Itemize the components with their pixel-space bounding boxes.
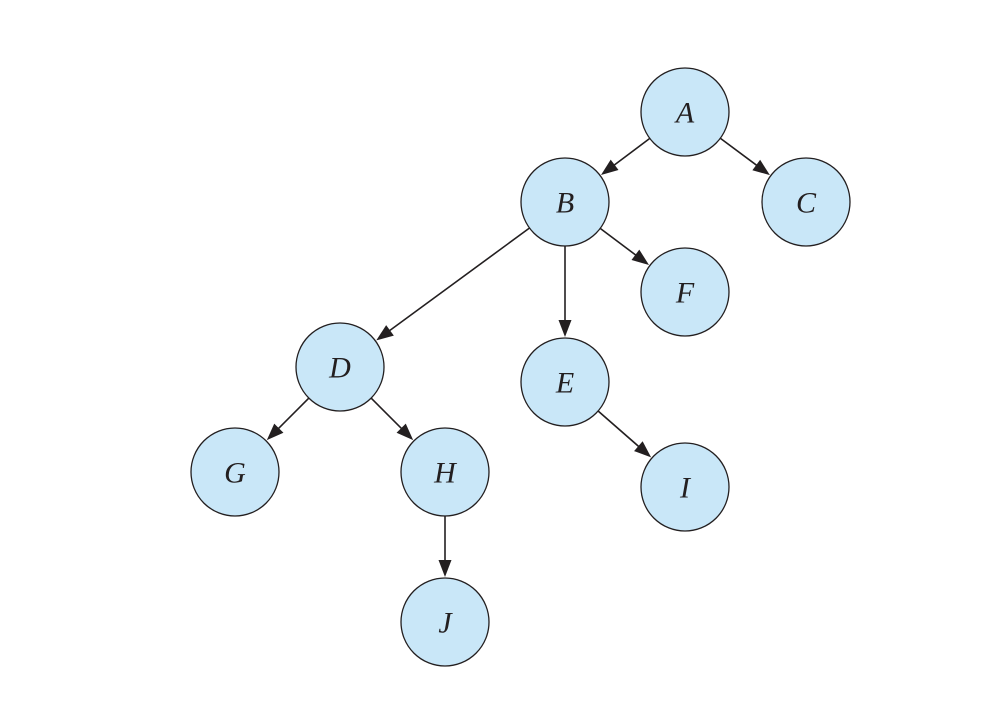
node-circle [400,577,490,667]
edge-line [387,227,530,333]
arrowhead [266,423,284,441]
node-label: I [679,472,692,505]
edge-line [612,137,651,167]
node-circle [640,442,730,532]
node-circle [400,427,490,517]
node-circle [640,247,730,337]
edge-line [370,397,404,431]
edge-h-j [438,516,452,577]
edge-line [597,410,641,449]
edge-e-i [597,410,652,458]
node-circle [190,427,280,517]
node-b: B [520,157,610,247]
edge-line [599,227,638,257]
arrowhead [438,560,452,577]
edge-line [276,397,310,431]
node-label: C [796,187,817,220]
edge-a-b [601,137,651,175]
arrowhead [601,159,619,175]
node-circle [640,67,730,157]
arrowhead [752,159,770,176]
node-g: G [190,427,280,517]
node-label: A [674,97,695,130]
node-j: J [400,577,490,667]
node-a: A [640,67,730,157]
node-f: F [640,247,730,337]
node-label: H [433,457,458,490]
edge-b-d [376,227,530,341]
node-h: H [400,427,490,517]
arrowhead [396,423,414,441]
edge-layer [266,137,770,577]
node-label: D [328,352,351,385]
edge-d-g [266,397,310,441]
edge-a-c [719,137,770,176]
node-label: J [438,607,453,640]
node-label: B [556,187,574,220]
edge-b-e [558,246,572,337]
node-circle [295,322,385,412]
node-i: I [640,442,730,532]
node-c: C [761,157,851,247]
node-e: E [520,337,610,427]
arrowhead [376,325,394,341]
node-label: F [675,277,695,310]
edge-line [719,137,759,167]
node-layer: A B C D E F G H I J [190,67,851,667]
node-label: E [555,367,574,400]
node-label: G [224,457,246,490]
edge-d-h [370,397,414,441]
node-circle [761,157,851,247]
edge-b-f [599,227,649,265]
arrowhead [634,441,652,458]
arrowhead [631,249,649,265]
node-d: D [295,322,385,412]
node-circle [520,337,610,427]
arrowhead [558,320,572,337]
node-circle [520,157,610,247]
